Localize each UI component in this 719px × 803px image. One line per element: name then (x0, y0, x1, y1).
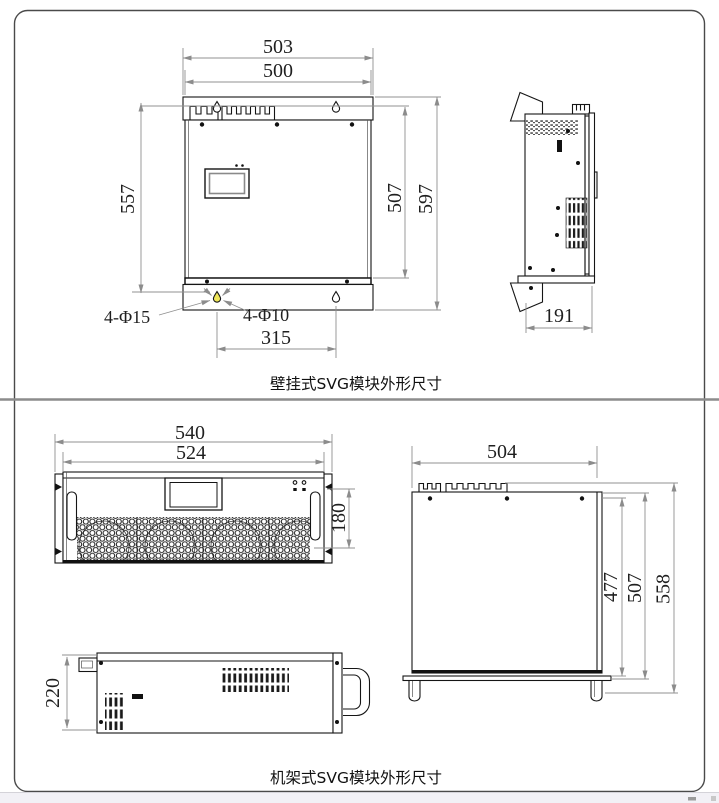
door-latch (593, 171, 598, 199)
rack-side-handle (343, 667, 371, 717)
side-vent-block-large (222, 668, 289, 692)
rack-side-screws (99, 661, 339, 724)
dim-depth-mid: 507 (624, 573, 646, 603)
wall-front-view (182, 96, 374, 311)
rack-top-view (402, 482, 612, 702)
outer-border (13, 9, 706, 793)
wall-side-view (509, 91, 598, 313)
side-vent-grid (565, 197, 588, 249)
dim-rack-width-outer: 540 (175, 422, 205, 444)
bottom-scrollbar (0, 792, 719, 803)
rack-side-body (96, 652, 334, 734)
rack-side-dimensions: 220 (42, 654, 97, 731)
dim-width-inner: 500 (263, 60, 293, 82)
rack-front-view (54, 471, 333, 564)
indicator-led (241, 164, 244, 167)
wall-front-dimensions: 503 500 557 507 597 315 4-Φ15 4-Φ10 (104, 36, 441, 358)
indicator-led (235, 164, 238, 167)
dim-depth-inner: 477 (600, 572, 622, 602)
bottom-trim-strip-side (517, 275, 596, 284)
dim-height-hole-span: 557 (117, 184, 139, 214)
top-terminal-fins (189, 105, 276, 120)
top-view-screws (427, 496, 585, 501)
bottom-trim-strip (184, 277, 372, 286)
wall-section-caption: 壁挂式SVG模块外形尺寸 (270, 375, 442, 393)
bottom-keyhole-slots (212, 290, 341, 303)
side-vent-block-small (105, 693, 123, 730)
bottom-flange (402, 675, 612, 682)
rack-top-body (411, 491, 603, 674)
left-handle (66, 491, 78, 541)
small-slot (557, 140, 562, 152)
side-cabinet-body (524, 113, 586, 277)
wall-cabinet-body (184, 119, 372, 279)
rack-mounted-section: 540 524 180 (42, 422, 678, 787)
dim-rack-height: 180 (328, 503, 350, 533)
label-hole-small: 4-Φ10 (243, 305, 289, 325)
dim-height-total: 597 (415, 184, 437, 214)
rack-top-dimensions: 504 477 507 558 (411, 441, 678, 694)
dim-width-outer: 503 (263, 36, 293, 58)
top-view-terminals (418, 482, 508, 492)
top-view-bottom-bar (412, 670, 602, 674)
wall-mounted-section: 503 500 557 507 597 315 4-Φ15 4-Φ10 (104, 36, 598, 393)
highlighted-keyhole (212, 290, 222, 303)
dim-hole-spacing: 315 (261, 327, 291, 349)
display-panel (204, 164, 250, 199)
bottom-scrollbar-track[interactable] (0, 792, 719, 803)
dim-rack-side-height: 220 (42, 678, 64, 708)
top-screws (199, 122, 355, 127)
bottom-wall-bracket-wedge (509, 282, 544, 313)
resize-grip (711, 796, 716, 801)
dim-depth-total: 558 (653, 574, 675, 604)
rack-section-caption: 机架式SVG模块外形尺寸 (270, 769, 442, 787)
scrollbar-mark (688, 797, 696, 801)
perforated-mesh-grille (77, 517, 310, 561)
rack-front-dimensions: 540 524 180 (54, 422, 355, 549)
rack-indicator-leds (292, 480, 307, 491)
dim-rack-width-inner: 524 (176, 442, 206, 464)
label-hole-large: 4-Φ15 (104, 307, 150, 327)
rack-side-view (78, 652, 371, 734)
dim-height-body: 507 (384, 183, 406, 213)
dim-depth: 191 (544, 305, 574, 327)
rack-display-panel (164, 477, 223, 511)
dim-rack-top-width: 504 (487, 441, 517, 463)
front-bottom-bar (63, 560, 324, 564)
wall-side-dimensions: 191 (525, 286, 593, 333)
right-handle (309, 491, 321, 541)
rack-side-front-panel (332, 652, 343, 734)
feet (408, 681, 603, 702)
rating-label-block (526, 120, 578, 135)
side-door-edge (588, 112, 596, 278)
side-slot (132, 694, 143, 699)
